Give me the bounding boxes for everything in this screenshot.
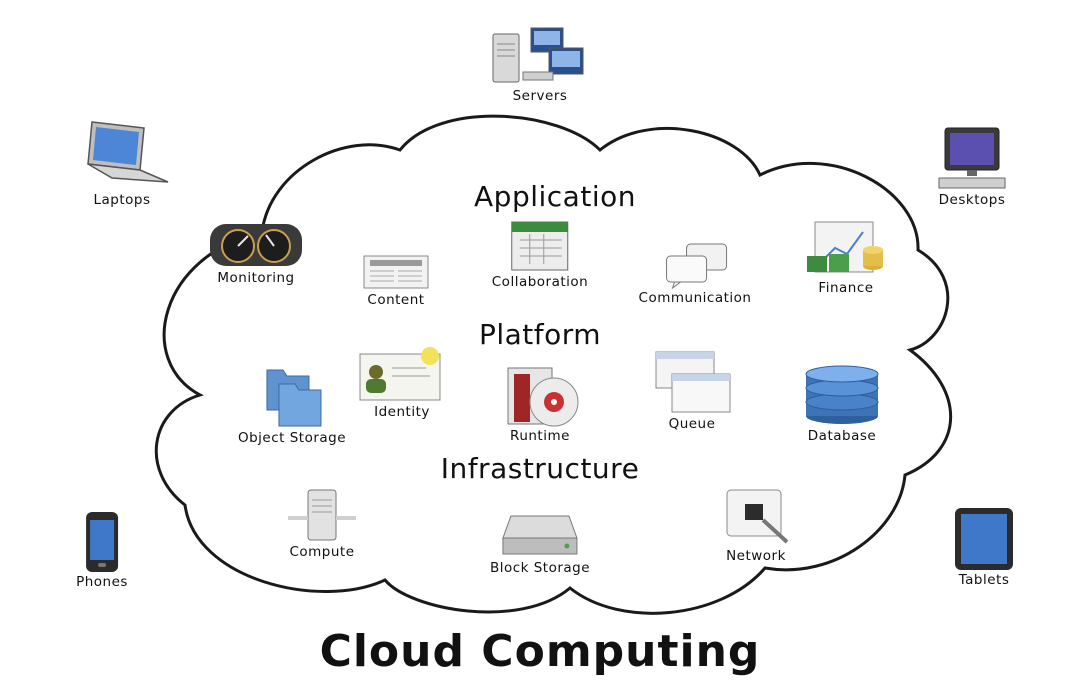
database-label: Database	[807, 428, 877, 444]
content-label: Content	[367, 292, 425, 308]
runtime-label: Runtime	[510, 428, 570, 444]
monitoring-label: Monitoring	[217, 270, 295, 286]
desktops-label: Desktops	[938, 192, 1006, 208]
identity-node: Identity	[356, 346, 448, 420]
network-port-icon	[726, 489, 789, 544]
hard-drive-icon	[502, 515, 578, 555]
folder-icon	[266, 369, 322, 427]
collaboration-node: Collaboration	[492, 218, 588, 290]
newspaper-icon	[363, 255, 429, 289]
chat-bubbles-icon	[666, 243, 728, 290]
desktops-node: Desktops	[929, 126, 1015, 208]
finance-node: Finance	[803, 218, 889, 296]
object-storage-label: Object Storage	[237, 430, 347, 446]
laptops-label: Laptops	[93, 192, 151, 208]
server-tower-icon	[288, 489, 356, 541]
phones-node: Phones	[76, 510, 128, 590]
runtime-disc-icon	[507, 367, 579, 427]
finance-chart-icon	[807, 221, 883, 273]
network-node: Network	[713, 486, 799, 564]
communication-node: Communication	[639, 240, 752, 306]
database-icon	[805, 365, 879, 424]
phone-icon	[85, 512, 118, 572]
desktop-icon	[938, 127, 1006, 189]
monitoring-node: Monitoring	[208, 220, 304, 286]
identity-label: Identity	[374, 404, 430, 420]
object-storage-node: Object Storage	[238, 362, 346, 446]
network-label: Network	[726, 548, 786, 564]
layer-platform: Platform	[478, 318, 602, 351]
diagram-title: Cloud Computing	[319, 626, 761, 677]
queue-label: Queue	[668, 416, 716, 432]
tablet-icon	[955, 508, 1013, 570]
compute-label: Compute	[289, 544, 355, 560]
laptops-node: Laptops	[72, 118, 172, 208]
content-node: Content	[358, 252, 434, 308]
phones-label: Phones	[76, 574, 128, 590]
queue-node: Queue	[646, 348, 738, 432]
database-node: Database	[800, 364, 884, 444]
layer-infrastructure: Infrastructure	[440, 452, 640, 485]
block-storage-node: Block Storage	[490, 510, 590, 576]
tablets-label: Tablets	[958, 572, 1010, 588]
servers-label: Servers	[512, 88, 568, 104]
servers-node: Servers	[487, 26, 593, 104]
queue-windows-icon	[655, 351, 731, 413]
block-storage-label: Block Storage	[489, 560, 591, 576]
gauge-icon	[210, 224, 302, 266]
servers-icon	[492, 27, 584, 83]
finance-label: Finance	[818, 280, 874, 296]
calendar-icon	[511, 221, 569, 271]
communication-label: Communication	[638, 290, 752, 306]
compute-node: Compute	[282, 486, 362, 560]
layer-application: Application	[474, 180, 636, 213]
runtime-node: Runtime	[492, 362, 588, 444]
laptop-icon	[87, 121, 169, 183]
tablets-node: Tablets	[953, 506, 1015, 588]
id-card-icon	[359, 347, 441, 401]
collaboration-label: Collaboration	[491, 274, 589, 290]
